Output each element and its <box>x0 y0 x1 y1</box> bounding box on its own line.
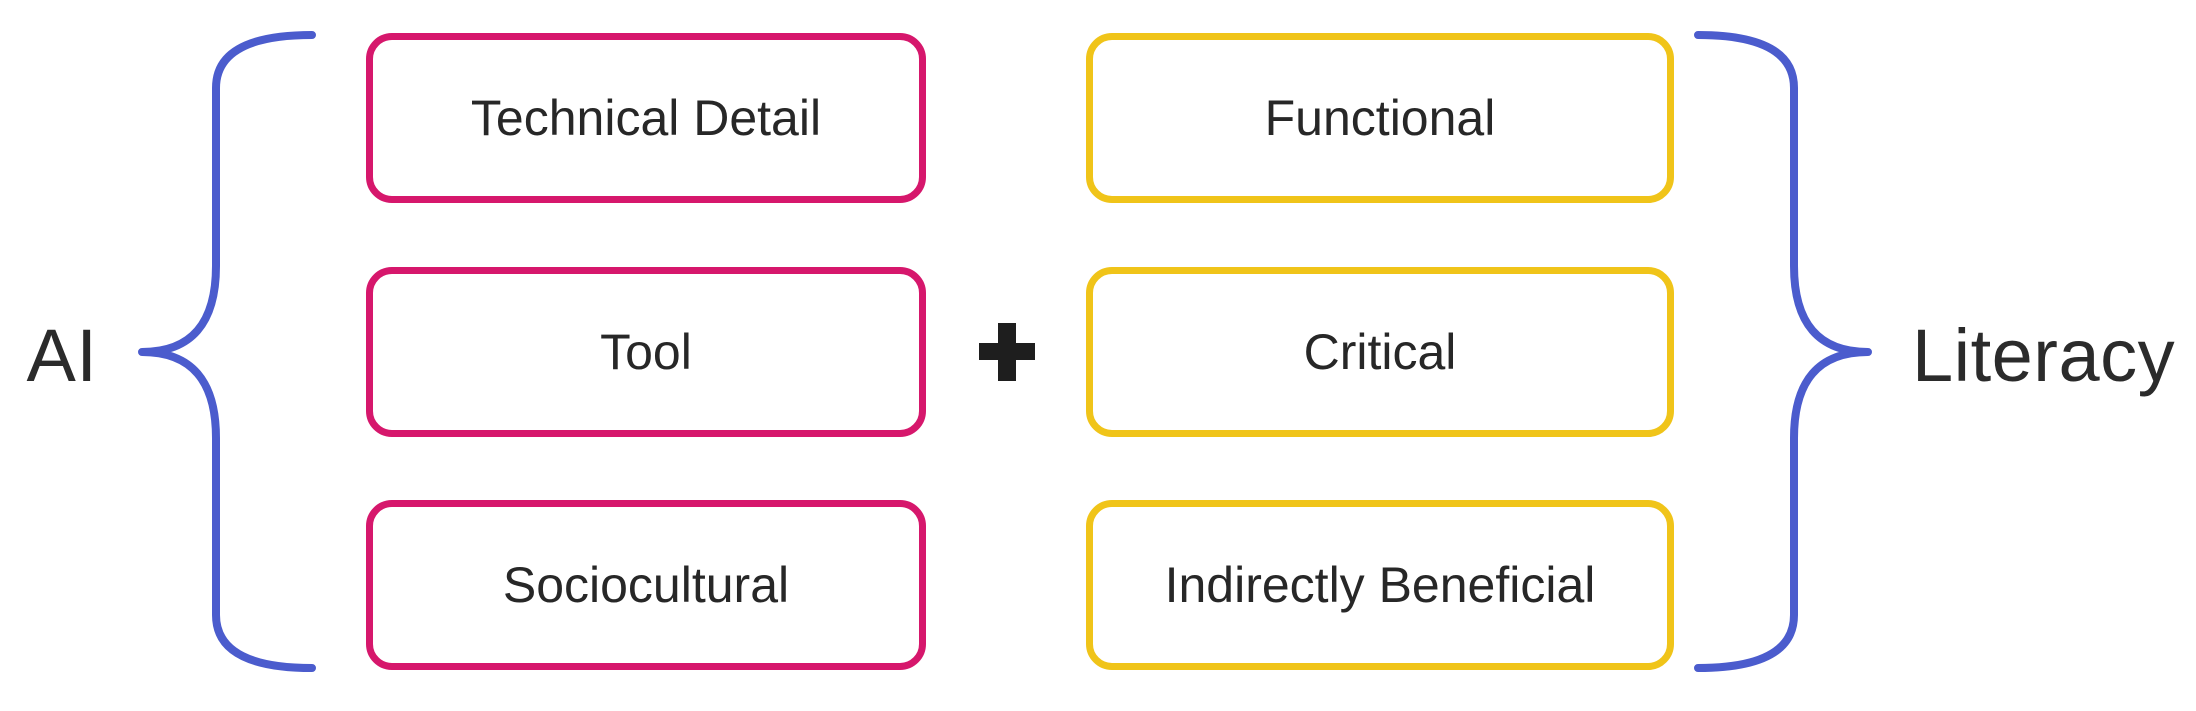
box-tool: Tool <box>366 267 926 437</box>
box-label: Sociocultural <box>502 557 790 613</box>
box-label: Indirectly Beneficial <box>1164 557 1596 613</box>
box-critical: Critical <box>1086 267 1674 437</box>
box-label: Functional <box>1264 90 1496 146</box>
left-term-label: AI <box>26 314 98 397</box>
right-term-label: Literacy <box>1912 314 2176 397</box>
box-technical-detail: Technical Detail <box>366 33 926 203</box>
box-indirectly-beneficial: Indirectly Beneficial <box>1086 500 1674 670</box>
box-label: Technical Detail <box>470 90 822 146</box>
box-sociocultural: Sociocultural <box>366 500 926 670</box>
left-brace-icon <box>138 31 316 672</box>
box-functional: Functional <box>1086 33 1674 203</box>
plus-operator-icon: + <box>947 267 1067 437</box>
box-label: Critical <box>1303 324 1457 380</box>
plus-operator-label: + <box>947 267 948 268</box>
right-brace-icon <box>1694 31 1872 672</box>
box-label: Tool <box>600 324 692 380</box>
